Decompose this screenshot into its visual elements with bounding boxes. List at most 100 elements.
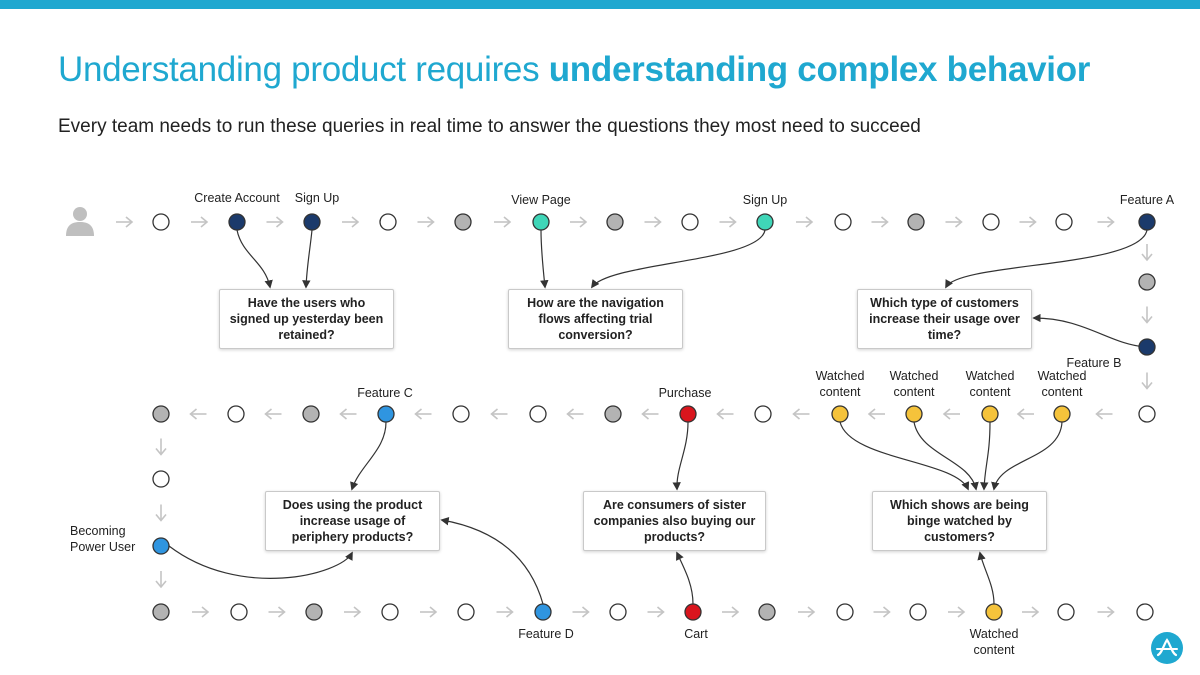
event-node (681, 213, 699, 231)
event-node (907, 213, 925, 231)
label-watched-content-bottom: Watched content (969, 627, 1019, 657)
flow-arrows (116, 216, 1153, 618)
connector-watched-4 (991, 421, 1063, 491)
flow-arrow-head (882, 606, 891, 618)
flow-arrow-head (1028, 216, 1037, 228)
event-node (831, 405, 849, 423)
question-box-navigation: How are the navigation flows affecting t… (508, 289, 683, 349)
event-node (609, 603, 627, 621)
flow-arrow-head (641, 408, 650, 420)
event-node (379, 213, 397, 231)
label-watched-content-2: Watched content (889, 369, 939, 399)
title-bold: understanding complex behavior (548, 50, 1091, 89)
question-box-binge: Which shows are being binge watched by c… (872, 491, 1047, 551)
label-watched-content-1: Watched content (815, 369, 865, 399)
flow-arrow-head (792, 408, 801, 420)
flow-arrow-head (1016, 408, 1025, 420)
user-icon (66, 207, 94, 236)
page-subtitle: Every team needs to run these queries in… (58, 116, 921, 137)
event-node (1053, 405, 1071, 423)
flow-arrow-head (277, 606, 286, 618)
flow-arrow-head (200, 216, 209, 228)
flow-arrow-head (653, 216, 662, 228)
event-node (230, 603, 248, 621)
event-node (905, 405, 923, 423)
question-box-sister-companies: Are consumers of sister companies also b… (583, 491, 766, 551)
connector-watched-2 (913, 421, 979, 491)
top-accent-bar (0, 0, 1200, 9)
event-node (836, 603, 854, 621)
event-node (302, 405, 320, 423)
event-node (909, 603, 927, 621)
flow-arrow-head (155, 513, 167, 522)
connector-feature-b (1032, 313, 1148, 348)
flow-arrow-head (125, 216, 134, 228)
flow-arrow-head (728, 216, 737, 228)
event-node (305, 603, 323, 621)
flow-arrow-head (264, 408, 273, 420)
event-node (457, 603, 475, 621)
event-node (1138, 273, 1156, 291)
label-view-page: View Page (511, 193, 571, 207)
flow-arrow-head (579, 216, 588, 228)
question-box-periphery: Does using the product increase usage of… (265, 491, 440, 551)
label-create-account: Create Account (194, 191, 280, 205)
label-becoming-power-user: Becoming Power User (70, 524, 136, 554)
flow-arrow-head (1141, 253, 1153, 262)
event-node (227, 405, 245, 423)
feature-b-node (1138, 338, 1156, 356)
event-node (981, 405, 999, 423)
flow-arrow-head (807, 606, 816, 618)
event-node (377, 405, 395, 423)
flow-arrow-head (566, 408, 575, 420)
flow-arrow-head (880, 216, 889, 228)
connector-sign-up (302, 229, 313, 289)
event-node (152, 405, 170, 423)
flow-arrow-head (155, 580, 167, 589)
connector-power-user (168, 545, 353, 579)
event-node (1057, 603, 1075, 621)
flow-arrow-head (1141, 315, 1153, 324)
label-feature-d: Feature D (518, 627, 574, 641)
event-node (152, 603, 170, 621)
flow-arrow-head (155, 447, 167, 456)
label-feature-c: Feature C (357, 386, 413, 400)
flow-arrow-head (414, 408, 423, 420)
label-watched-content-4: Watched content (1037, 369, 1087, 399)
flow-arrow-head (957, 606, 966, 618)
flow-arrow-head (339, 408, 348, 420)
connector-watched-1 (839, 421, 970, 491)
flow-arrow-head (1106, 216, 1115, 228)
event-node (152, 470, 170, 488)
flow-arrow-head (275, 216, 284, 228)
flow-arrow-head (429, 606, 438, 618)
connector-purchase (672, 421, 689, 491)
connector-watched-3 (980, 421, 991, 491)
flow-arrow-head (1031, 606, 1040, 618)
connector-sign-up-2 (591, 229, 766, 289)
flow-arrow-head (351, 216, 360, 228)
event-node (754, 405, 772, 423)
question-box-retained: Have the users who signed up yesterday b… (219, 289, 394, 349)
event-node (834, 213, 852, 231)
event-node (534, 603, 552, 621)
flow-arrow-head (716, 408, 725, 420)
event-node (604, 405, 622, 423)
event-node (454, 213, 472, 231)
event-node (452, 405, 470, 423)
event-node (982, 213, 1000, 231)
event-node (1138, 213, 1156, 231)
flow-arrow-head (503, 216, 512, 228)
event-nodes (152, 213, 1156, 621)
flow-arrow-head (656, 606, 665, 618)
connector-cart (676, 551, 694, 605)
label-feature-a: Feature A (1119, 193, 1175, 207)
event-node (606, 213, 624, 231)
flow-arrow-head (581, 606, 590, 618)
label-feature-b: Feature B (1066, 356, 1122, 370)
flow-arrow-head (805, 216, 814, 228)
label-cart: Cart (684, 627, 708, 641)
event-node (1136, 603, 1154, 621)
flow-arrow-head (353, 606, 362, 618)
